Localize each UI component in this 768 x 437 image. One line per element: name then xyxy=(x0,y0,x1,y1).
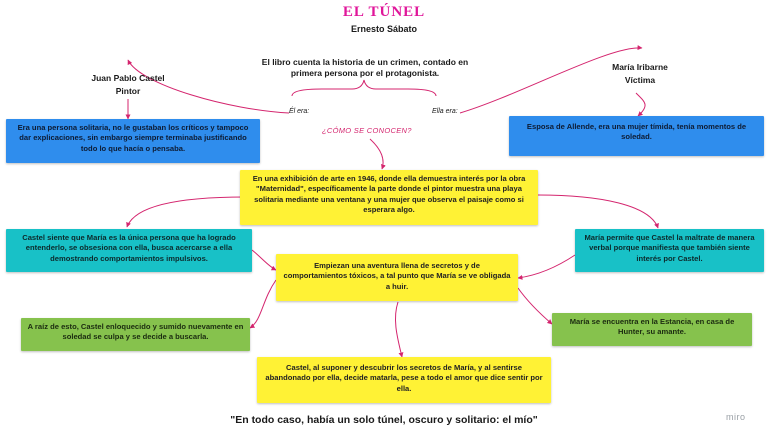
adventure-card: Empiezan una aventura llena de secretos … xyxy=(276,254,518,301)
connector-feels-adventure xyxy=(251,249,277,271)
book-summary: El libro cuenta la historia de un crimen… xyxy=(261,57,469,79)
castel-role: Pintor xyxy=(115,86,141,96)
connector-maria-allows xyxy=(537,194,659,229)
connector-maria-box xyxy=(635,92,646,117)
connector-question xyxy=(369,138,386,170)
book-author: Ernesto Sábato xyxy=(350,24,417,34)
connector-castel-name xyxy=(127,59,290,114)
miro-logo: miro xyxy=(726,412,746,422)
maria-name: María Iribarne xyxy=(612,62,668,72)
castel-seeks-card: A raíz de esto, Castel enloquecido y sum… xyxy=(21,318,250,351)
castel-name: Juan Pablo Castel xyxy=(91,73,165,83)
castel-tag: Él era: xyxy=(289,108,310,115)
connector-adventure-ending xyxy=(395,301,404,358)
connector-adventure-estancia xyxy=(517,287,553,325)
summary-brace xyxy=(291,79,437,97)
maria-role: Víctima xyxy=(624,75,656,85)
maria-tag: Ella era: xyxy=(432,108,458,115)
question-label: ¿CÓMO SE CONOCEN? xyxy=(322,126,412,135)
book-title: EL TÚNEL xyxy=(342,4,426,20)
maria-allows-card: María permite que Castel la maltrate de … xyxy=(575,229,764,272)
maria-description-card: Esposa de Allende, era una mujer tímida,… xyxy=(509,116,764,156)
castel-description-card: Era una persona solitaria, no le gustaba… xyxy=(6,119,260,163)
connector-maria-name xyxy=(459,45,643,114)
meeting-card: En una exhibición de arte en 1946, donde… xyxy=(240,170,538,225)
maria-estancia-card: María se encuentra en la Estancia, en ca… xyxy=(552,313,752,346)
connector-castel-feels xyxy=(126,196,246,228)
ending-card: Castel, al suponer y descubrir los secre… xyxy=(257,357,551,403)
castel-feels-card: Castel siente que María es la única pers… xyxy=(6,229,252,272)
connector-allows-adventure xyxy=(517,254,576,280)
closing-quote: "En todo caso, había un solo túnel, oscu… xyxy=(230,414,538,426)
connector-adventure-seeks xyxy=(249,279,277,329)
